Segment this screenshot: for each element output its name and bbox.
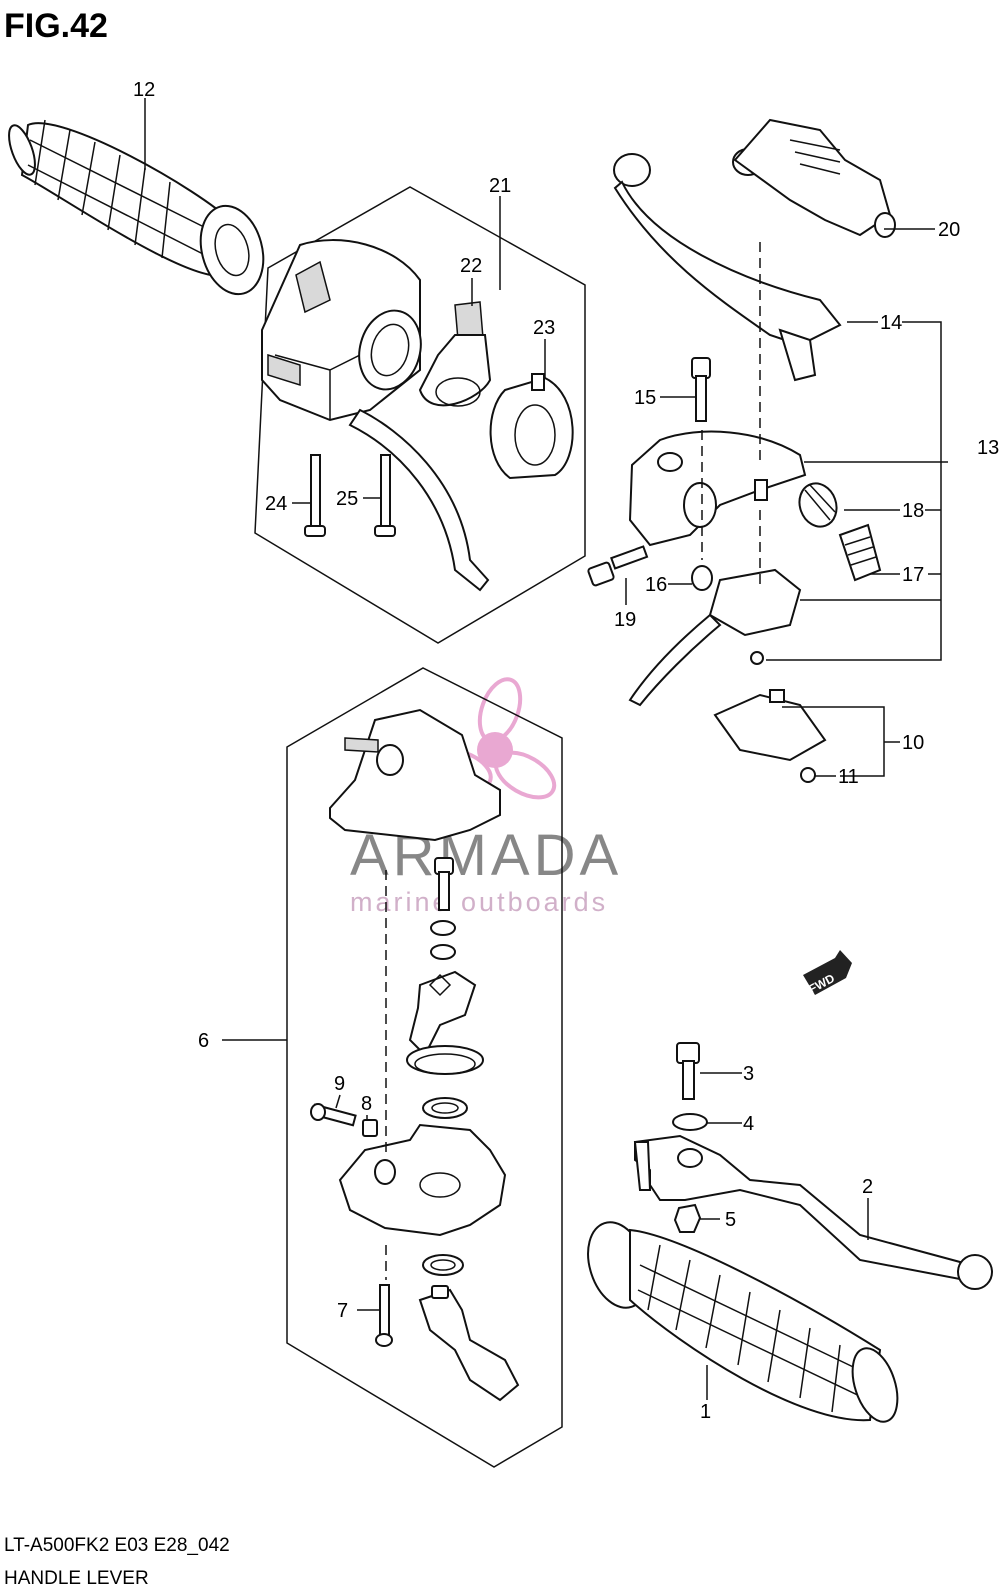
callout-12: 12 [133, 79, 155, 101]
callout-labels: 12 21 22 23 24 25 20 14 13 15 18 17 16 1… [133, 79, 999, 1423]
switch-assembly-frame [254, 186, 586, 644]
callout-23: 23 [533, 317, 555, 339]
throttle-internal-parts [406, 857, 484, 1119]
forward-direction-badge: FWD [803, 950, 852, 996]
callout-10: 10 [902, 732, 924, 754]
throttle-cover-upper [329, 708, 501, 842]
switch-part-10 [713, 689, 827, 783]
spring-part-17 [838, 523, 882, 582]
callout-24: 24 [265, 493, 287, 515]
pivot-bolt-part-3 [676, 1042, 700, 1100]
throttle-assembly-frame [286, 667, 563, 1468]
switch-part-18 [798, 482, 838, 528]
callout-3: 3 [743, 1063, 754, 1085]
callout-19: 19 [614, 609, 636, 631]
callout-4: 4 [743, 1113, 754, 1135]
screw-part-9 [310, 1103, 357, 1127]
model-code: LT-A500FK2 E03 E28_042 [4, 1535, 230, 1556]
screws-24-25 [304, 454, 396, 537]
lever-part-2 [633, 1134, 993, 1290]
callout-9: 9 [334, 1073, 345, 1095]
callout-20: 20 [938, 219, 960, 241]
bolt-part-19 [587, 545, 649, 587]
throttle-housing-lower [338, 1123, 507, 1237]
nut-part-5 [673, 1203, 702, 1233]
callout-25: 25 [336, 488, 358, 510]
callout-2: 2 [862, 1176, 873, 1198]
callout-14: 14 [880, 312, 902, 334]
callout-6: 6 [198, 1030, 209, 1052]
perch-part-20 [732, 118, 896, 238]
right-grip-part [587, 1221, 899, 1423]
stop-switch-harness [628, 568, 802, 707]
nut-part-8 [362, 1119, 378, 1137]
callout-22: 22 [460, 255, 482, 277]
callout-18: 18 [902, 500, 924, 522]
callout-11: 11 [838, 766, 859, 788]
handlebar-switch-part [261, 239, 490, 592]
watermark-tagline: marine outboards [350, 887, 608, 917]
figure-caption: HANDLE LEVER [4, 1568, 149, 1589]
washer-part-4 [672, 1113, 708, 1131]
throttle-lower-parts [375, 1254, 520, 1402]
callout-5: 5 [725, 1209, 736, 1231]
clamp-ring-part-23 [489, 373, 574, 480]
nut-part-16 [691, 565, 713, 591]
callout-16: 16 [645, 574, 667, 596]
callout-15: 15 [634, 387, 656, 409]
callout-8: 8 [361, 1093, 372, 1115]
lever-part-22 [418, 301, 492, 407]
leader-lines [144, 98, 948, 1400]
lever-bracket-part-13 [628, 357, 807, 547]
brake-lever-part-14 [613, 153, 842, 382]
figure-title: FIG.42 [4, 7, 108, 45]
callout-7: 7 [337, 1300, 348, 1322]
left-grip-part [8, 119, 265, 296]
callout-1: 1 [700, 1401, 711, 1423]
callout-17: 17 [902, 564, 924, 586]
callout-13: 13 [977, 437, 999, 459]
callout-21: 21 [489, 175, 511, 197]
